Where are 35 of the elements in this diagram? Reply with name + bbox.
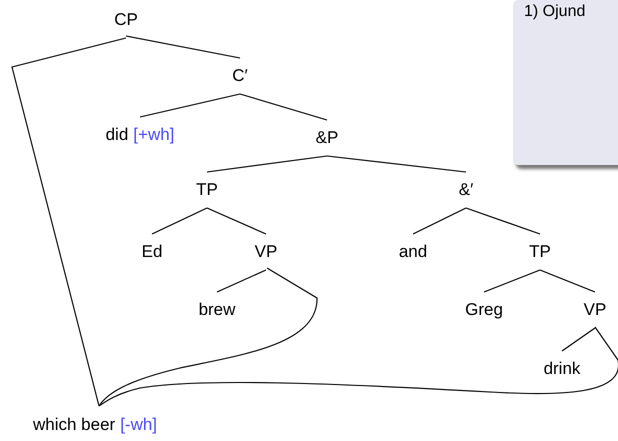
tree-branch	[484, 269, 540, 293]
tree-branch	[140, 93, 240, 118]
tree-branch	[326, 155, 466, 173]
tree-label: VP	[584, 300, 606, 320]
tree-branch	[412, 208, 466, 234]
tree-label: Greg	[465, 300, 503, 320]
word-label: which beer	[32, 415, 116, 434]
tree-branch	[206, 208, 266, 234]
tree-label: VP	[254, 242, 278, 262]
example-text: 1) Ojund	[524, 2, 586, 22]
feature-label: [-wh]	[120, 415, 158, 434]
tree-label: Ed	[142, 242, 162, 262]
tree-branch	[11, 37, 126, 406]
tree-branch	[562, 328, 596, 352]
tree-label: CP	[114, 10, 138, 30]
tree-branch	[216, 270, 266, 292]
tree-label: &′	[458, 180, 474, 200]
tree-label: TP	[196, 180, 218, 200]
tree-label: TP	[529, 242, 551, 262]
tree-branch	[98, 326, 618, 406]
tree-branch	[540, 269, 596, 293]
tree-label: and	[398, 242, 428, 262]
tree-branch	[206, 155, 328, 173]
tree-branch	[98, 268, 318, 406]
word-label: did	[106, 125, 128, 144]
tree-branch	[126, 35, 240, 59]
tree-label: drink	[544, 359, 580, 379]
tree-branch	[240, 93, 328, 121]
tree-label: &P	[316, 128, 338, 148]
tree-branch	[152, 208, 208, 234]
feature-label: [+wh]	[133, 125, 174, 144]
tree-branch	[466, 207, 540, 235]
example-panel	[513, 0, 618, 165]
tree-label: C′	[232, 66, 248, 86]
tree-label: brew	[198, 300, 236, 320]
